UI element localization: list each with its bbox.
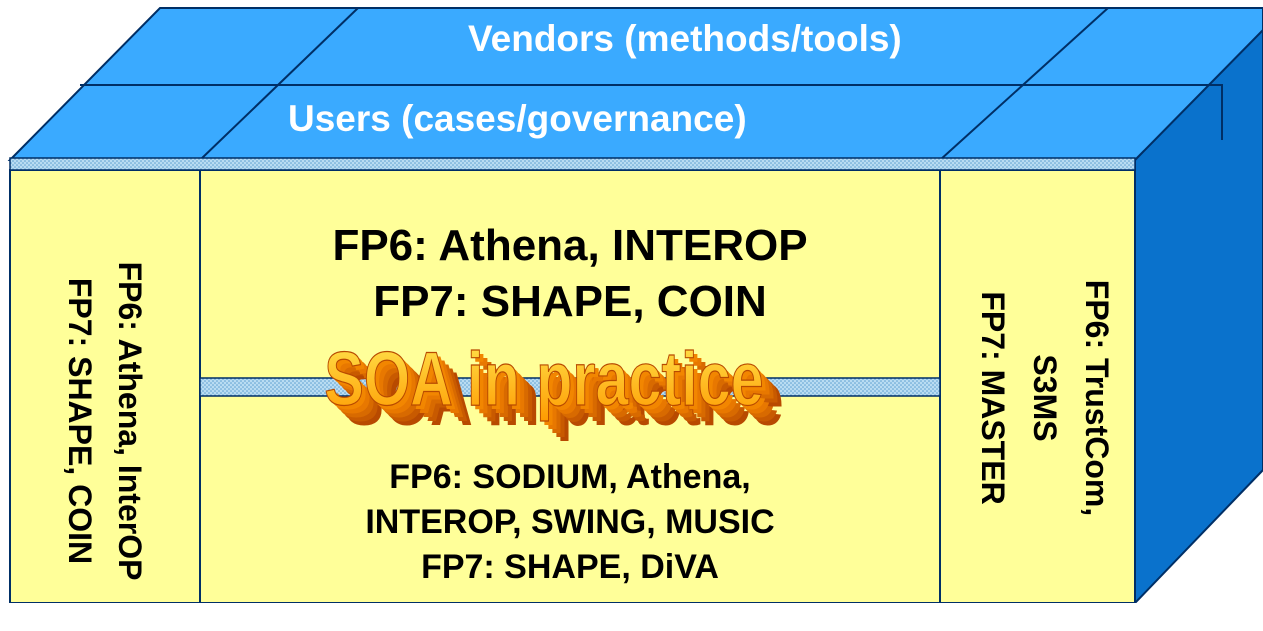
svg-text:SOA in practice: SOA in practice bbox=[332, 345, 771, 430]
center-bottom-line1: FP6: SODIUM, Athena, bbox=[389, 458, 751, 496]
svg-text:SOA in practice: SOA in practice bbox=[340, 353, 779, 438]
wordart-front: SOA in practice bbox=[324, 337, 763, 422]
wordart-soa-in-practice: SOA in practice SOA in practice SOA in p… bbox=[324, 336, 784, 442]
center-divider-band bbox=[199, 377, 941, 397]
center-bottom-line3: FP7: SHAPE, DiVA bbox=[421, 548, 719, 586]
users-layer-label: Users (cases/governance) bbox=[288, 98, 747, 139]
right-panel-line1: FP6: TrustCom, bbox=[1079, 279, 1115, 517]
soa-cube-diagram: SOA in practice SOA in practice SOA in p… bbox=[7, 7, 1263, 603]
center-top-text: FP6: Athena, INTEROP FP7: SHAPE, COIN bbox=[200, 218, 940, 330]
top-divider-band bbox=[9, 157, 1136, 171]
center-bottom-line2: INTEROP, SWING, MUSIC bbox=[365, 503, 775, 541]
right-panel-line2: S3MS bbox=[1027, 354, 1063, 442]
vendors-layer-label: Vendors (methods/tools) bbox=[468, 18, 902, 59]
center-top-line1: FP6: Athena, INTEROP bbox=[332, 221, 808, 270]
top-slot-line-2 bbox=[939, 7, 1109, 161]
svg-text:SOA in practice: SOA in practice bbox=[344, 357, 783, 442]
left-panel-line2: FP7: SHAPE, COIN bbox=[62, 277, 98, 565]
left-panel-line1: FP6: Athena, InterOP bbox=[112, 261, 148, 581]
right-panel-text: FP6: TrustCom, S3MS FP7: MASTER bbox=[953, 198, 1123, 598]
center-bottom-text: FP6: SODIUM, Athena, INTEROP, SWING, MUS… bbox=[200, 455, 940, 590]
right-panel-line3: FP7: MASTER bbox=[975, 291, 1011, 505]
svg-text:SOA in practice: SOA in practice bbox=[336, 349, 775, 434]
front-right-panel bbox=[939, 169, 1136, 603]
left-panel-text: FP6: Athena, InterOP FP7: SHAPE, COIN bbox=[45, 211, 155, 631]
center-top-line2: FP7: SHAPE, COIN bbox=[373, 277, 767, 326]
svg-text:SOA in practice: SOA in practice bbox=[328, 341, 767, 426]
top-layer-line bbox=[80, 84, 1223, 140]
top-slot-line-1 bbox=[199, 7, 359, 161]
